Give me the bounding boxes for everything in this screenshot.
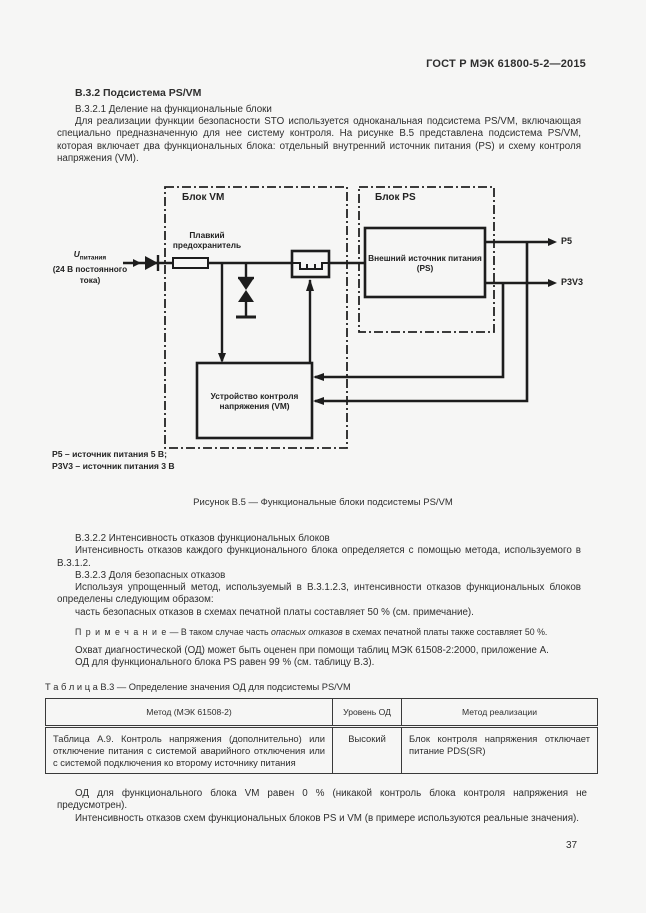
table-header-row: Метод (МЭК 61508-2) Уровень ОД Метод реа… xyxy=(44,698,598,728)
paragraph-intro: Для реализации функции безопасности STO … xyxy=(57,116,581,164)
paragraph-od-vm: ОД для функционального блока VM равен 0 … xyxy=(57,788,587,812)
section-heading-b32: В.3.2 Подсистема PS/VM xyxy=(75,87,202,99)
standard-number-header: ГОСТ Р МЭК 61800-5-2—2015 xyxy=(426,58,586,70)
fuse-label: Плавкий предохранитель xyxy=(172,230,242,250)
od-definition-table: Метод (МЭК 61508-2) Уровень ОД Метод реа… xyxy=(44,698,598,775)
footer-text-block: ОД для функционального блока VM равен 0 … xyxy=(57,788,587,825)
figure-b5-diagram: Блок VM Блок PS Плавкий предохранитель U… xyxy=(45,183,605,451)
p3v3-arrowhead xyxy=(548,279,557,287)
p5-arrowhead xyxy=(548,238,557,246)
p5-feedback-line xyxy=(315,242,529,403)
ps-source-box xyxy=(363,226,487,299)
table-caption: Т а б л и ц а В.3 — Определение значения… xyxy=(45,682,351,692)
subsection-heading-b323: В.3.2.3 Доля безопасных отказов xyxy=(75,569,226,581)
vm-block-label: Блок VM xyxy=(182,192,225,203)
ps-block-outline xyxy=(358,186,495,333)
table-row: Таблица А.9. Контроль напряжения (дополн… xyxy=(44,725,598,775)
p5-feedback-arrowhead xyxy=(313,397,324,405)
p3v3-feedback-arrowhead xyxy=(313,373,324,381)
diagram-canvas xyxy=(123,186,557,449)
body-text-block: В.3.2.2 Интенсивность отказов функционал… xyxy=(57,533,581,670)
paragraph-method: Используя упрощенный метод, используемый… xyxy=(57,582,581,606)
paragraph-failure-rates: Интенсивность отказов схем функциональны… xyxy=(75,812,580,824)
table-header-od-level: Уровень ОД xyxy=(332,698,403,728)
vm-block-outline xyxy=(164,186,348,449)
legend-line-p5: P5 – источник питания 5 В; xyxy=(52,449,167,459)
table-cell-method: Таблица А.9. Контроль напряжения (дополн… xyxy=(44,725,334,775)
vm-device-label: Устройство контроля напряжения (VM) xyxy=(210,390,299,411)
table-header-implementation: Метод реализации xyxy=(401,698,598,728)
paragraph-intensity: Интенсивность отказов каждого функционал… xyxy=(57,545,581,569)
p3v3-feedback-line xyxy=(315,283,505,379)
table-cell-implementation: Блок контроля напряжения отключает питан… xyxy=(401,725,598,775)
vm-device-box xyxy=(195,361,314,440)
switch-control-arrowhead xyxy=(306,279,314,291)
figure-legend: P5 – источник питания 5 В; P3V3 – источн… xyxy=(52,449,175,472)
ps-source-label: Внешний источник питания (PS) xyxy=(368,252,482,273)
legend-line-p3v3: P3V3 – источник питания 3 В xyxy=(52,460,175,471)
subsection-heading-b321: В.3.2.1 Деление на функциональные блоки xyxy=(75,104,272,115)
subsection-heading-b322: В.3.2.2 Интенсивность отказов функционал… xyxy=(75,533,330,544)
paragraph-od-coverage: Охват диагностической (ОД) может быть оц… xyxy=(75,645,549,657)
ps-block-label: Блок PS xyxy=(375,192,416,203)
input-supply-label: Uпитания (24 В постоянного тока) xyxy=(52,249,128,285)
figure-caption: Рисунок В.5 — Функциональные блоки подси… xyxy=(193,497,453,508)
diode-symbol xyxy=(145,255,160,271)
input-arrowhead xyxy=(133,259,141,267)
paragraph-share: часть безопасных отказов в схемах печатн… xyxy=(75,606,474,618)
table-header-method: Метод (МЭК 61508-2) xyxy=(44,698,334,728)
fuse-symbol xyxy=(172,257,209,269)
p3v3-output-label: P3V3 xyxy=(561,277,584,287)
monitor-tap-arrowhead xyxy=(218,353,226,363)
page-number: 37 xyxy=(566,840,578,851)
intro-paragraph-block: Для реализации функции безопасности STO … xyxy=(57,116,581,165)
switch-symbol xyxy=(290,249,331,279)
tvs-diode-symbol xyxy=(236,263,256,319)
table-cell-od-level: Высокий xyxy=(332,725,403,775)
note-paragraph: П р и м е ч а н и е — В таком случае час… xyxy=(75,627,548,638)
paragraph-od-ps: ОД для функционального блока PS равен 99… xyxy=(75,657,375,669)
p5-output-label: P5 xyxy=(561,236,573,246)
